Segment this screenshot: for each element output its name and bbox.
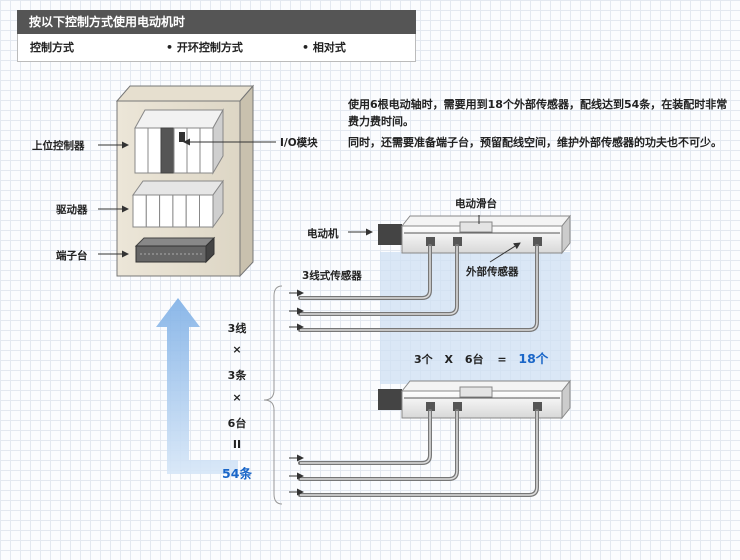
multiplication-formula: 3个 X 6台 = 18个 <box>414 348 548 367</box>
mult-x: X <box>444 353 453 366</box>
mult-result: 18个 <box>518 351 549 366</box>
calc-lines: 3条 <box>227 369 247 382</box>
motor-label: 电动机 <box>307 228 339 240</box>
slide-label: 电动滑台 <box>455 198 497 210</box>
calc-wires: 3线 <box>227 322 247 335</box>
calc-equals: II <box>232 438 242 451</box>
description-paragraph-1: 使用6根电动轴时，需要用到18个外部传感器，配线达到54条，在装配时非常费力费时… <box>348 98 728 128</box>
io-module-label: I/O模块 <box>280 137 318 149</box>
calc-times-1: × <box>232 343 242 356</box>
calc-units: 6台 <box>227 417 247 430</box>
total-arrow <box>156 298 238 474</box>
wiring-brace <box>263 285 283 505</box>
external-sensor-label: 外部传感器 <box>466 266 519 278</box>
header-title: 按以下控制方式使用电动机时 <box>17 10 416 34</box>
cables-top-highlight <box>300 246 538 331</box>
mult-eq: = <box>497 353 507 366</box>
calc-times-2: × <box>232 391 242 404</box>
calc-total: 54条 <box>222 466 252 481</box>
slide-bottom <box>378 379 572 420</box>
ext-sensor-arrow <box>489 242 521 263</box>
three-wire-sensor-label: 3线式传感器 <box>302 270 362 282</box>
control-method-label: 控制方式 <box>30 41 74 54</box>
mult-part2: 6台 <box>464 353 484 366</box>
terminal-block <box>134 236 216 264</box>
terminal-label: 端子台 <box>56 250 88 262</box>
option-open-loop: • 开环控制方式 <box>166 41 243 54</box>
wire-arrows-top <box>289 289 304 331</box>
mult-part1: 3个 <box>414 353 433 366</box>
driver-modules <box>132 179 224 229</box>
cables-bottom-highlight <box>300 411 538 496</box>
control-method-row: 控制方式 • 开环控制方式 • 相对式 <box>17 34 416 62</box>
controller-label: 上位控制器 <box>32 140 85 152</box>
cables-bottom <box>298 409 539 497</box>
slide-top <box>378 214 572 255</box>
option-relative: • 相对式 <box>302 41 346 54</box>
description-paragraph-2: 同时，还需要准备端子台，预留配线空间，维护外部传感器的功夫也不可少。 <box>348 136 722 149</box>
driver-label: 驱动器 <box>56 204 88 216</box>
wire-arrows-bottom <box>289 454 304 496</box>
